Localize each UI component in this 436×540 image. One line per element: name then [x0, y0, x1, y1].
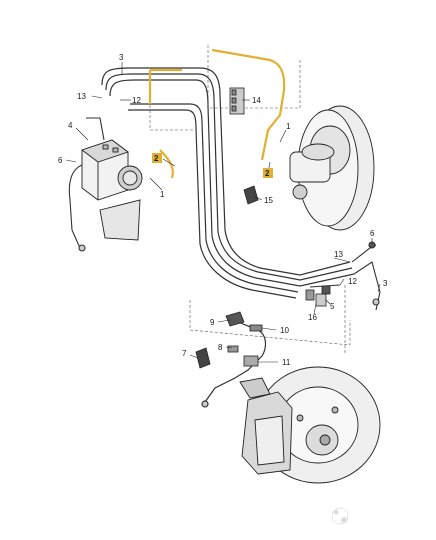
- callout-8: 8: [218, 343, 223, 352]
- callout-labels: 3 13 12 4 6 2 1 14 1 2 15 6 13 12 3 5 16…: [58, 53, 388, 367]
- callout-6-right: 6: [370, 229, 375, 238]
- watermark: Avito: [331, 507, 389, 526]
- abs-unit: [81, 139, 143, 241]
- callout-14: 14: [252, 96, 261, 105]
- callout-15: 15: [264, 196, 273, 205]
- dashed-frames: [149, 45, 351, 355]
- brake-booster: [289, 105, 375, 231]
- bracket-15: [243, 185, 259, 205]
- leader-lines: [65, 62, 381, 363]
- callout-7: 7: [182, 349, 187, 358]
- callout-1-left: 1: [160, 190, 165, 199]
- callout-4: 4: [68, 121, 73, 130]
- callout-16: 16: [308, 313, 317, 322]
- callout-9: 9: [210, 318, 215, 327]
- callout-12-right: 12: [348, 277, 357, 286]
- callout-5: 5: [330, 302, 335, 311]
- callout-3-right: 3: [383, 279, 388, 288]
- pipe-4: [68, 117, 105, 252]
- watermark-text: Avito: [352, 509, 389, 526]
- callout-12-left: 12: [132, 96, 141, 105]
- callout-2-right-marker: [263, 168, 273, 178]
- callout-10: 10: [280, 326, 289, 335]
- callout-13-right: 13: [334, 250, 343, 259]
- highlighted-pipe-2: [148, 48, 286, 179]
- connector-block-14: [229, 87, 245, 115]
- callout-6-left: 6: [58, 156, 63, 165]
- callout-11: 11: [282, 358, 291, 367]
- callout-1-right: 1: [286, 122, 291, 131]
- callout-2-right: 2: [265, 169, 270, 178]
- wheel-brake-assembly: [239, 366, 381, 484]
- callout-13-left: 13: [77, 92, 86, 101]
- callout-2-left-marker: [152, 153, 162, 163]
- callout-3-top: 3: [119, 53, 124, 62]
- callout-2-left: 2: [154, 154, 159, 163]
- brake-pipe-bundle: [101, 67, 355, 299]
- fittings-5-16: [305, 285, 331, 307]
- hose-brackets: [195, 311, 263, 369]
